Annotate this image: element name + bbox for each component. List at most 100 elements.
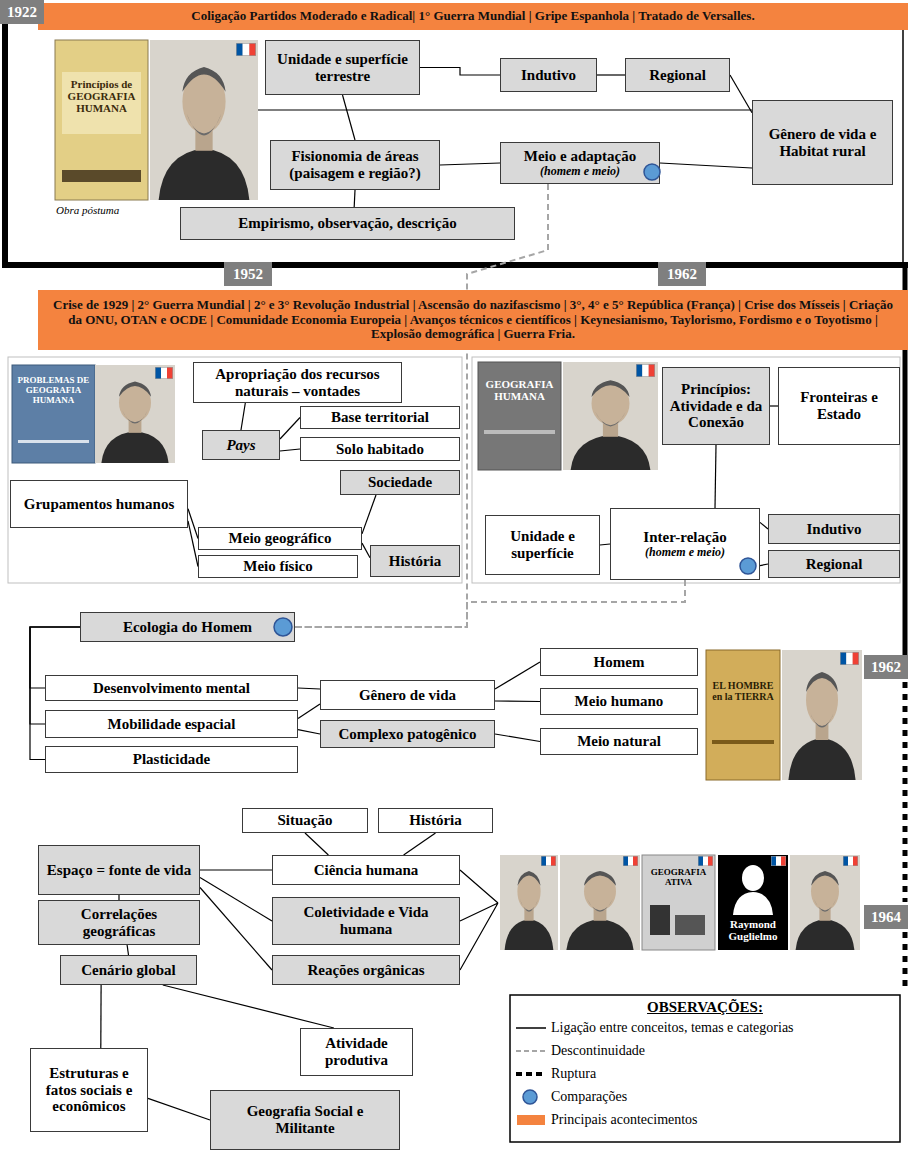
drawing-path [460,870,498,970]
node-text: Unidade e superfície [491,528,594,562]
drawing-use [95,365,175,463]
concept-box: Mobilidade espacial [45,710,298,738]
link-connector [495,662,540,689]
concept-box: Meio geográfico [198,527,362,550]
node-text: Empirismo, observação, descrição [238,215,456,232]
concept-box: Princípios: Atividade e da Conexão [662,367,770,445]
link-connector [305,833,328,855]
node-text: Indutivo [806,521,861,538]
concept-box: Estruturas e fatos sociais e econômicos [30,1048,148,1132]
node-text: Apropriação dos recursos naturais – vont… [199,366,396,400]
concept-box: Indutivo [500,58,597,92]
legend-sample [516,1020,546,1036]
concept-box: Apropriação dos recursos naturais – vont… [193,362,402,403]
concept-box: Geografia Social e Militante [210,1090,400,1150]
link-connector [127,945,128,955]
concept-box: Cenário global [60,955,197,985]
concept-box: Empirismo, observação, descrição [180,207,515,240]
concept-box: Inter-relação(homem e meio) [610,508,760,580]
concept-box: Regional [768,550,900,578]
link-connector [188,521,198,567]
node-text: Desenvolvimento mental [93,680,250,697]
node-text: Coligação Partidos Moderado e Radical| 1… [191,9,754,24]
legend-text: Ruptura [551,1066,596,1082]
drawing-line [2,20,8,268]
concept-box: História [378,808,493,833]
concept-box: Coletividade e Vida humana [272,897,460,945]
drawing-rect [472,357,900,583]
concept-box: Sociedade [340,470,460,495]
drawing-path [733,892,773,915]
concept-box: Correlações geográficas [38,900,200,945]
node-text: Unidade e superfície terrestre [271,51,414,85]
drawing-use [782,650,862,780]
drawing-use [790,855,860,950]
node-text: Reações orgânicas [307,962,424,979]
concept-box: Gênero de vida [320,680,495,710]
node-text: Inter-relação [643,529,726,546]
concept-box: Homem [540,648,698,676]
node-text: Sociedade [368,474,432,491]
node-text: Ciência humana [314,862,419,879]
drawing-ellipse [742,865,764,891]
link-connector [298,704,320,718]
drawing-rect [706,650,780,780]
drawing-line [258,109,752,110]
node-text: Mobilidade espacial [108,716,236,733]
drawing-use [155,367,173,379]
concept-box: Unidade e superfície [485,515,600,575]
concept-box: Reações orgânicas [272,955,460,985]
node-text: 1922 [7,4,37,21]
link-connector [280,449,300,451]
concept-box: Gênero de vida e Habitat rural [752,100,893,185]
link-connector [730,75,752,113]
drawing-g [2,20,908,990]
concept-box: Meio e adaptação(homem e meio) [500,142,660,184]
cover-title: GEOGRAFIA ATIVA [644,868,713,888]
link-connector [362,495,376,534]
drawing-use [150,40,258,200]
concept-box: Grupamentos humanos [10,480,188,528]
concept-box: Plasticidade [45,746,298,773]
node-text: Solo habitado [336,441,424,458]
link-connector [100,985,101,1048]
node-text: Indutivo [521,67,576,84]
link-connector [163,985,334,1028]
drawing-rect [8,357,462,583]
node-text: Meio natural [577,733,661,750]
node-text: Geografia Social e Militante [216,1103,394,1137]
legend-text: Ligação entre conceitos, temas e categor… [551,1020,794,1036]
drawing-use [623,856,638,866]
concept-box: Fronteiras e Estado [778,367,900,445]
concept-box: Ciência humana [272,855,460,885]
concept-box: Solo habitado [300,437,460,461]
drawing-line [903,682,908,902]
node-text: Homem [594,654,645,671]
drawing-line [2,262,908,268]
link-connector [600,544,610,545]
legend-row: Comparações [516,1089,627,1105]
legend-sample [516,1066,546,1082]
drawing-rect [718,855,788,950]
node-text: Grupamentos humanos [24,496,174,513]
concept-box: Espaço = fonte de vida [38,845,200,895]
drawing-rect [650,905,670,935]
caption-note: Obra póstuma [56,204,152,216]
node-text: Ecologia do Homem [123,619,252,636]
link-connector [241,403,245,430]
link-connector [354,190,356,207]
link-connector [200,888,272,971]
node-text: Meio geográfico [229,530,332,547]
link-connector [495,734,540,742]
cover-title: EL HOMBRE en la TIERRA [708,680,778,702]
node-text: Regional [649,67,706,84]
node-text: Correlações geográficas [44,906,194,940]
link-connector [362,543,370,558]
drawing-rect [510,995,900,1142]
concept-box: Fisionomia de áreas (paisagem e região?) [270,140,440,190]
cover-title: GEOGRAFIA HUMANA [480,378,559,402]
link-connector [760,522,768,529]
link-connector [597,74,625,75]
link-connector [298,688,320,689]
